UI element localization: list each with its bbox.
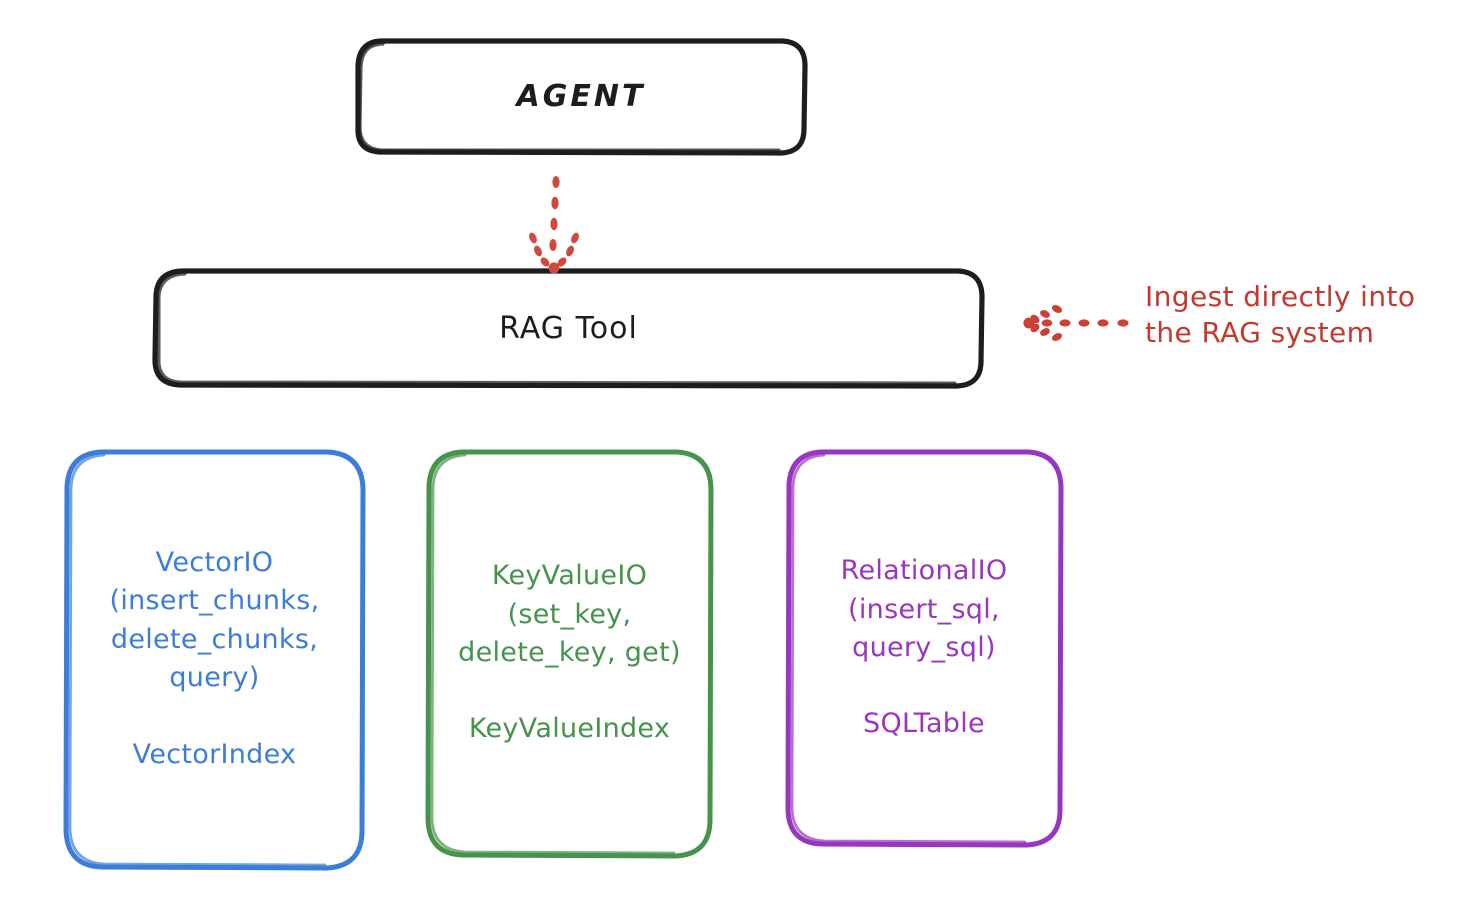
agent-box-shape	[355, 38, 808, 156]
key-value-io-node[interactable]: KeyValueIO (set_key, delete_key, get) Ke…	[428, 450, 711, 856]
agent-to-rag-tool-arrow	[529, 176, 579, 274]
rag-tool-node[interactable]: RAG Tool	[155, 270, 982, 386]
vector-io-box-shape	[63, 449, 366, 871]
key-value-io-box-shape	[425, 449, 714, 859]
rag-tool-node-label: RAG Tool	[499, 310, 638, 346]
key-value-io-node-label: KeyValueIO (set_key, delete_key, get) Ke…	[458, 560, 681, 745]
agent-node-label: AGENT	[516, 79, 646, 114]
ingest-arrow	[1023, 305, 1129, 341]
relational-io-box-shape	[785, 449, 1064, 848]
ingest-annotation-label: Ingest directly into the RAG system	[1145, 280, 1416, 350]
vector-io-node-label: VectorIO (insert_chunks, delete_chunks, …	[109, 547, 320, 770]
vector-io-node[interactable]: VectorIO (insert_chunks, delete_chunks, …	[66, 450, 363, 868]
rag-tool-box-shape	[152, 268, 985, 389]
relational-io-node-label: RelationalIO (insert_sql, query_sql) SQL…	[840, 555, 1008, 740]
agent-node[interactable]: AGENT	[357, 40, 805, 153]
relational-io-node[interactable]: RelationalIO (insert_sql, query_sql) SQL…	[788, 450, 1060, 846]
